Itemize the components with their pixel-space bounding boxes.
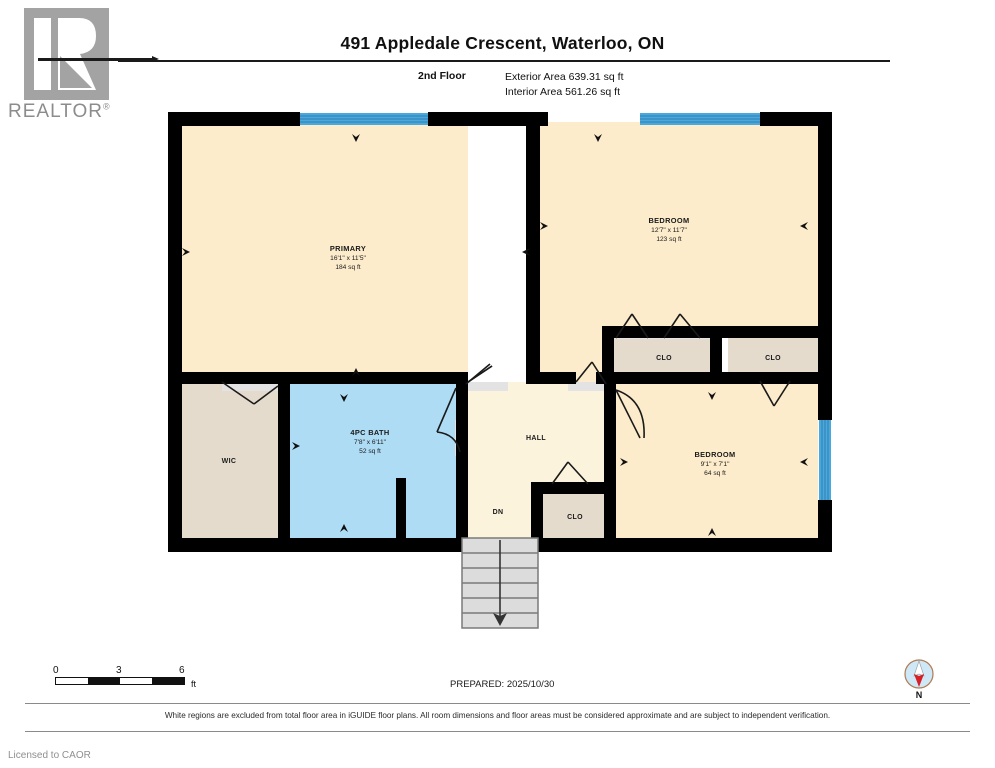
compass-north-label: N bbox=[915, 690, 923, 700]
area-summary: Exterior Area 639.31 sq ft Interior Area… bbox=[505, 70, 623, 100]
room-fill-wic bbox=[180, 382, 278, 540]
realtor-logo: REALTOR® bbox=[8, 8, 159, 126]
realtor-logo-arrow bbox=[38, 56, 159, 62]
compass-icon bbox=[904, 659, 934, 689]
window-bedroom-top bbox=[640, 113, 760, 125]
room-fill-primary bbox=[180, 122, 468, 382]
page-title: 491 Appledale Crescent, Waterloo, ON bbox=[340, 33, 665, 53]
room-fill-bedroom-1 bbox=[540, 122, 818, 330]
scale-tick-0: 0 bbox=[53, 665, 59, 676]
stairs-down bbox=[461, 537, 539, 629]
scale-unit-label: ft bbox=[191, 679, 197, 689]
scale-bar: 0 3 6 ft bbox=[53, 665, 196, 689]
scale-tick-3: 3 bbox=[116, 665, 122, 676]
window-bedroom-right bbox=[819, 420, 831, 500]
realtor-r-icon bbox=[34, 18, 96, 90]
scale-tick-6: 6 bbox=[179, 665, 185, 676]
prepared-date: PREPARED: 2025/10/30 bbox=[450, 679, 555, 690]
room-fill-bedroom-2 bbox=[612, 382, 818, 540]
title-divider bbox=[118, 60, 890, 62]
floor-label: 2nd Floor bbox=[418, 70, 466, 82]
door-swings bbox=[221, 313, 791, 485]
realtor-registered-mark: ® bbox=[103, 101, 111, 112]
realtor-logo-block bbox=[24, 8, 109, 100]
license-text: Licensed to CAOR bbox=[8, 750, 91, 761]
interior-area-text: Interior Area 561.26 sq ft bbox=[505, 86, 620, 98]
view-direction-markers bbox=[182, 134, 808, 536]
footer-divider-bottom bbox=[25, 731, 970, 732]
scale-bar-ticks: 0 3 6 bbox=[53, 665, 195, 677]
footer-disclaimer: White regions are excluded from total fl… bbox=[164, 711, 831, 720]
realtor-wordmark-text: REALTOR bbox=[8, 101, 103, 122]
room-fill-clo-3 bbox=[543, 492, 607, 540]
footer-divider-top bbox=[25, 703, 970, 704]
compass-rose: N bbox=[900, 658, 938, 704]
window-primary-top bbox=[300, 113, 428, 125]
exterior-area-text: Exterior Area 639.31 sq ft bbox=[505, 71, 624, 83]
scale-bar-segments bbox=[55, 677, 185, 685]
realtor-wordmark: REALTOR® bbox=[8, 101, 124, 123]
room-fill-bath bbox=[290, 382, 468, 540]
